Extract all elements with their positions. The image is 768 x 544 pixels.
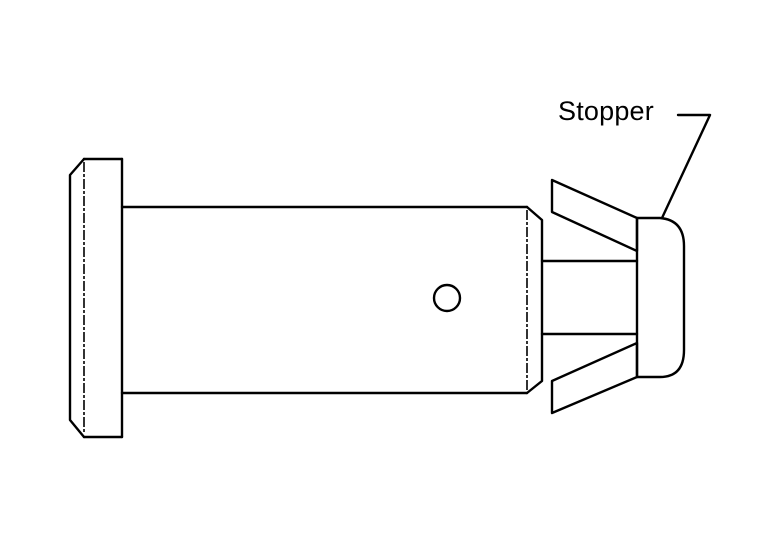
- neck: [540, 259, 639, 336]
- stopper: [635, 216, 686, 379]
- stopper-leader-line: [660, 113, 712, 220]
- shaft: [120, 205, 544, 395]
- stopper-label: Stopper: [558, 96, 654, 126]
- flange: [68, 157, 124, 439]
- collet-fin-lower: [550, 341, 639, 415]
- collet-fin-upper: [550, 178, 639, 253]
- hole: [432, 283, 462, 313]
